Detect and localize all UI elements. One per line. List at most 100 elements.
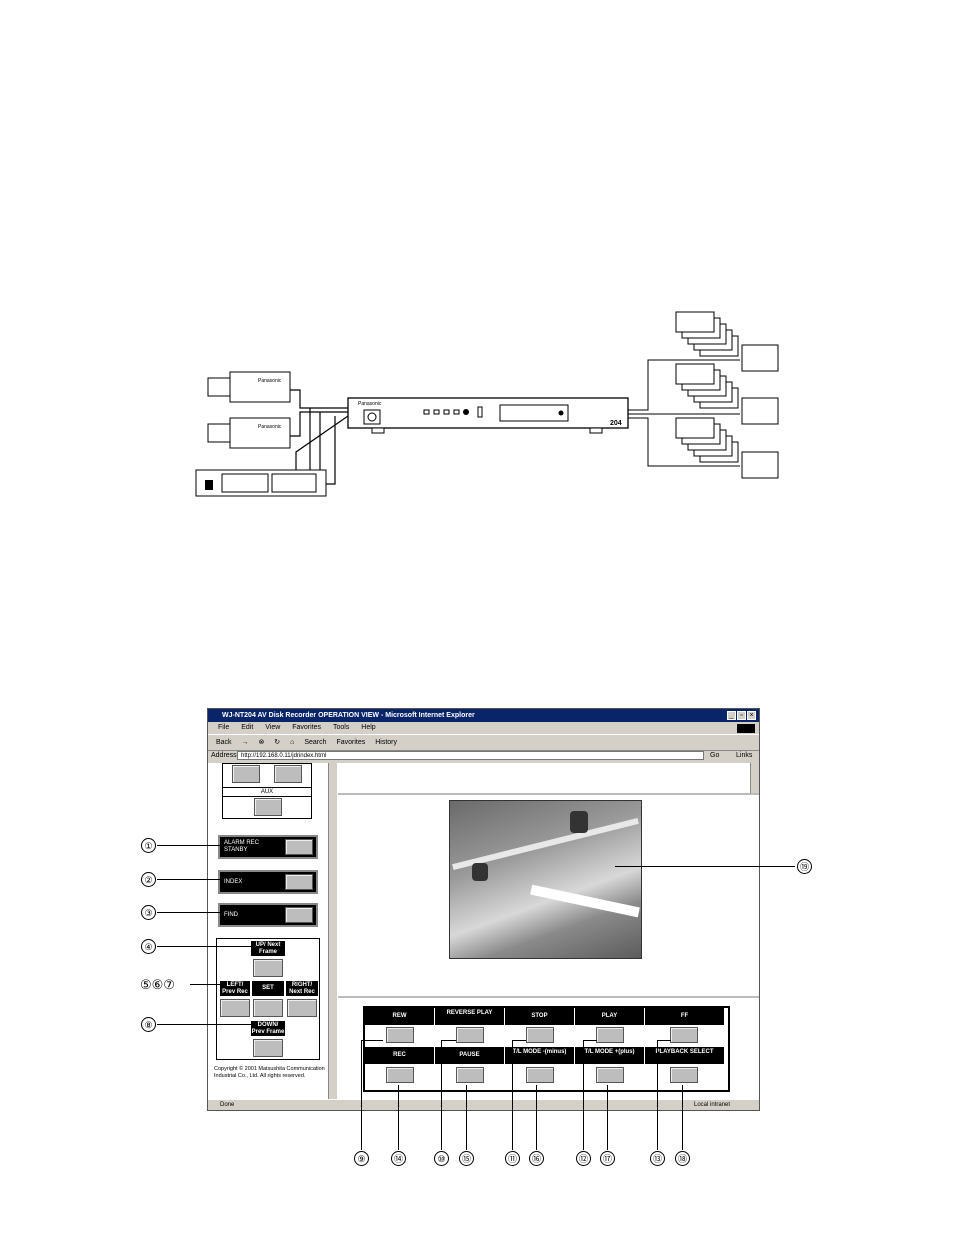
callout-16: ⑯ — [529, 1151, 544, 1166]
callout-3: ③ — [141, 905, 156, 920]
down-prev-frame-button[interactable] — [253, 1039, 283, 1057]
playback-controls-frame: REW REVERSE PLAY STOP PLAY FF REC PAUSE … — [338, 998, 759, 1101]
windows-logo-icon — [737, 724, 755, 733]
aux-label: AUX — [222, 787, 312, 797]
callout-18: ⑱ — [675, 1151, 690, 1166]
right-label: RIGHT/ Next Rec — [286, 981, 318, 996]
callout-17: ⑰ — [600, 1151, 615, 1166]
leader-line-8 — [157, 1024, 253, 1025]
aux-button-1[interactable] — [232, 765, 260, 783]
callout-5-6-7: ⑤⑥⑦ — [140, 977, 175, 992]
stop-button[interactable] — [526, 1027, 554, 1043]
leader-line-9 — [361, 1040, 362, 1150]
top-scrollbar[interactable] — [750, 763, 759, 793]
go-button[interactable]: Go — [710, 752, 720, 759]
back-button[interactable]: Back — [216, 739, 232, 746]
stop-icon[interactable]: ⊗ — [258, 739, 265, 746]
menu-favorites[interactable]: Favorites — [292, 724, 322, 731]
left-control-frame: AUX ALARM REC STANBY INDEX FIND UP/ Next… — [208, 763, 339, 1101]
leader-line-4 — [157, 946, 253, 947]
menu-view[interactable]: View — [265, 724, 281, 731]
find-button[interactable] — [285, 907, 313, 923]
history-button[interactable]: History — [375, 739, 397, 746]
disk-recorder: Panasonic 204 — [347, 397, 629, 434]
status-bar: Done Local intranet — [208, 1099, 759, 1110]
tl-mode-minus-label: T/L MODE -(minus) — [505, 1047, 574, 1064]
callout-9: ⑨ — [354, 1151, 369, 1166]
left-prev-rec-button[interactable] — [220, 999, 250, 1017]
playback-select-button[interactable] — [670, 1067, 698, 1083]
leader-line-13 — [657, 1040, 658, 1150]
leader-line-3 — [157, 912, 220, 913]
close-icon[interactable]: × — [747, 711, 756, 720]
index-button[interactable] — [285, 874, 313, 890]
left-label: LEFT/ Prev Rec — [220, 981, 250, 996]
leader-line-18 — [682, 1085, 683, 1150]
address-bar: Address http://192.168.0.11/jdrindex.htm… — [208, 750, 759, 762]
pause-label: PAUSE — [435, 1047, 504, 1064]
forward-icon[interactable]: → — [241, 739, 249, 746]
home-icon[interactable]: ⌂ — [290, 739, 295, 746]
status-zone: Local intranet — [694, 1102, 731, 1108]
callout-15: ⑮ — [459, 1151, 474, 1166]
menu-tools[interactable]: Tools — [333, 724, 350, 731]
callout-14: ⑭ — [391, 1151, 406, 1166]
find-label: FIND — [224, 912, 238, 918]
top-frame — [338, 763, 759, 795]
play-label: PLAY — [575, 1008, 644, 1025]
set-label: SET — [252, 981, 284, 996]
leader-line-5-6-7 — [190, 984, 220, 985]
right-next-rec-button[interactable] — [287, 999, 317, 1017]
links-button[interactable]: Links — [736, 752, 753, 759]
leader-line-17 — [607, 1085, 608, 1150]
callout-10: ⑩ — [434, 1151, 449, 1166]
menu-file[interactable]: File — [218, 724, 230, 731]
up-next-frame-button[interactable] — [253, 959, 283, 977]
camera-2-brand: Panasonic — [258, 424, 282, 430]
pause-button[interactable] — [456, 1067, 484, 1083]
refresh-icon[interactable]: ↻ — [274, 739, 281, 746]
tl-mode-minus-button[interactable] — [526, 1067, 554, 1083]
stop-label: STOP — [505, 1008, 574, 1025]
rec-button[interactable] — [386, 1067, 414, 1083]
minimize-icon[interactable]: _ — [727, 711, 736, 720]
reverse-play-button[interactable] — [456, 1027, 484, 1043]
alarm-rec-standby-button[interactable] — [285, 839, 313, 855]
rew-button[interactable] — [386, 1027, 414, 1043]
video-frame — [338, 795, 759, 998]
leader-line-12 — [583, 1040, 584, 1150]
ff-label: FF — [645, 1008, 724, 1025]
menu-help[interactable]: Help — [361, 724, 376, 731]
ff-button[interactable] — [670, 1027, 698, 1043]
tl-mode-plus-button[interactable] — [596, 1067, 624, 1083]
address-label: Address — [211, 752, 237, 759]
pc-group-2 — [675, 363, 779, 425]
menu-edit[interactable]: Edit — [241, 724, 254, 731]
maximize-icon[interactable]: ▫ — [737, 711, 746, 720]
leader-line-11 — [512, 1040, 513, 1150]
leader-line-14 — [398, 1085, 399, 1150]
search-button[interactable]: Search — [304, 739, 327, 746]
leader-line-10 — [441, 1040, 442, 1150]
callout-4: ④ — [141, 939, 156, 954]
aux-button-2[interactable] — [274, 765, 302, 783]
browser-window: WJ-NT204 AV Disk Recorder OPERATION VIEW… — [207, 708, 760, 1111]
leader-line-2 — [157, 879, 220, 880]
down-label: DOWN/ Prev Frame — [251, 1021, 285, 1036]
alarm-rec-standby-label: ALARM REC STANBY — [224, 840, 260, 853]
address-input[interactable]: http://192.168.0.11/jdrindex.html — [237, 751, 704, 760]
favorites-button[interactable]: Favorites — [336, 739, 366, 746]
leader-line-15 — [466, 1085, 467, 1150]
cables — [290, 389, 349, 485]
set-button[interactable] — [253, 999, 283, 1017]
play-button[interactable] — [596, 1027, 624, 1043]
camera-1: Panasonic — [207, 371, 291, 403]
copyright-text: Copyright © 2001 Matsushita Communicatio… — [214, 1066, 325, 1079]
camera-1-brand: Panasonic — [258, 378, 282, 384]
up-label: UP/ Next Frame — [251, 941, 285, 956]
recorder-model: 204 — [610, 420, 622, 427]
playback-select-label: PLAYBACK SELECT — [645, 1047, 724, 1064]
aux-button-3[interactable] — [254, 798, 282, 816]
left-scrollbar[interactable] — [328, 763, 337, 1101]
toolbar: Back → ⊗ ↻ ⌂ Search Favorites History — [208, 734, 759, 751]
